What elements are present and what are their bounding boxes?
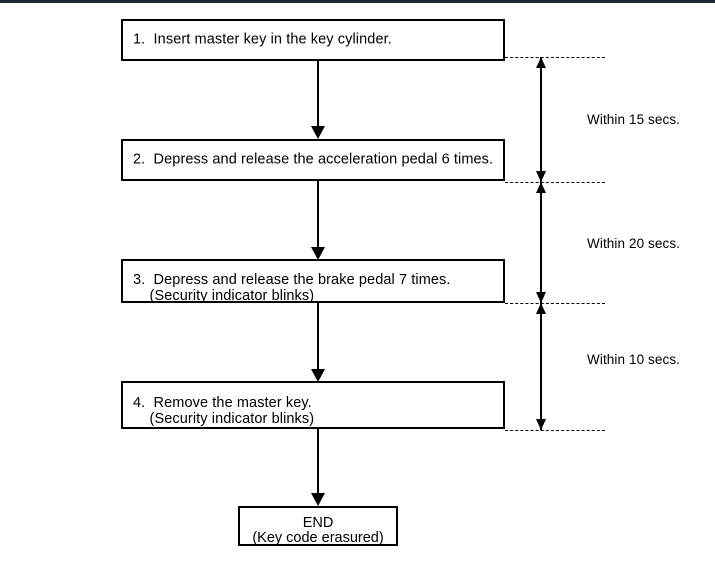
dimension-line-10s bbox=[540, 303, 542, 430]
connector-arrowhead-1-2 bbox=[311, 126, 325, 139]
flow-step-2-label: 2. Depress and release the acceleration … bbox=[133, 151, 494, 168]
timing-label-15s: Within 15 secs. bbox=[587, 112, 681, 127]
flow-step-box-4[interactable]: 4. Remove the master key. (Security indi… bbox=[121, 381, 505, 429]
flow-end-label: END bbox=[302, 515, 334, 531]
flow-step-1-label: 1. Insert master key in the key cylinder… bbox=[133, 31, 392, 48]
flow-step-4-label-line1: 4. Remove the master key. bbox=[133, 395, 312, 411]
extension-line-step3 bbox=[505, 303, 605, 304]
flow-end-sublabel: (Key code erasured) bbox=[252, 530, 384, 546]
connector-arrowhead-2-3 bbox=[311, 247, 325, 260]
page-top-border bbox=[0, 0, 715, 3]
flow-step-4-label-line2: (Security indicator blinks) bbox=[133, 411, 315, 427]
flow-step-box-2[interactable]: 2. Depress and release the acceleration … bbox=[121, 139, 505, 181]
connector-arrowhead-4-end bbox=[311, 493, 325, 506]
dimension-arrow-down-20s bbox=[536, 292, 546, 303]
extension-line-top bbox=[505, 57, 605, 58]
timing-label-20s: Within 20 secs. bbox=[587, 236, 681, 251]
dimension-arrow-down-10s bbox=[536, 419, 546, 430]
dimension-arrow-down-15s bbox=[536, 171, 546, 182]
extension-line-step4 bbox=[505, 430, 605, 431]
connector-line-3-4 bbox=[317, 303, 319, 371]
extension-line-step2 bbox=[505, 182, 605, 183]
connector-line-2-3 bbox=[317, 181, 319, 249]
flow-step-3-label-line1: 3. Depress and release the brake pedal 7… bbox=[133, 272, 451, 288]
dimension-line-20s bbox=[540, 182, 542, 303]
flow-step-3-label-line2: (Security indicator blinks) bbox=[133, 288, 315, 304]
connector-arrowhead-3-4 bbox=[311, 369, 325, 382]
dimension-arrow-up-20s bbox=[536, 182, 546, 193]
timing-label-10s: Within 10 secs. bbox=[587, 352, 681, 367]
dimension-line-15s bbox=[540, 57, 542, 182]
dimension-arrow-up-10s bbox=[536, 303, 546, 314]
dimension-arrow-up-15s bbox=[536, 57, 546, 68]
flow-step-box-1[interactable]: 1. Insert master key in the key cylinder… bbox=[121, 19, 505, 61]
connector-line-1-2 bbox=[317, 61, 319, 129]
connector-line-4-end bbox=[317, 429, 319, 495]
flow-step-box-3[interactable]: 3. Depress and release the brake pedal 7… bbox=[121, 259, 505, 304]
flow-end-box[interactable]: END (Key code erasured) bbox=[238, 506, 398, 546]
